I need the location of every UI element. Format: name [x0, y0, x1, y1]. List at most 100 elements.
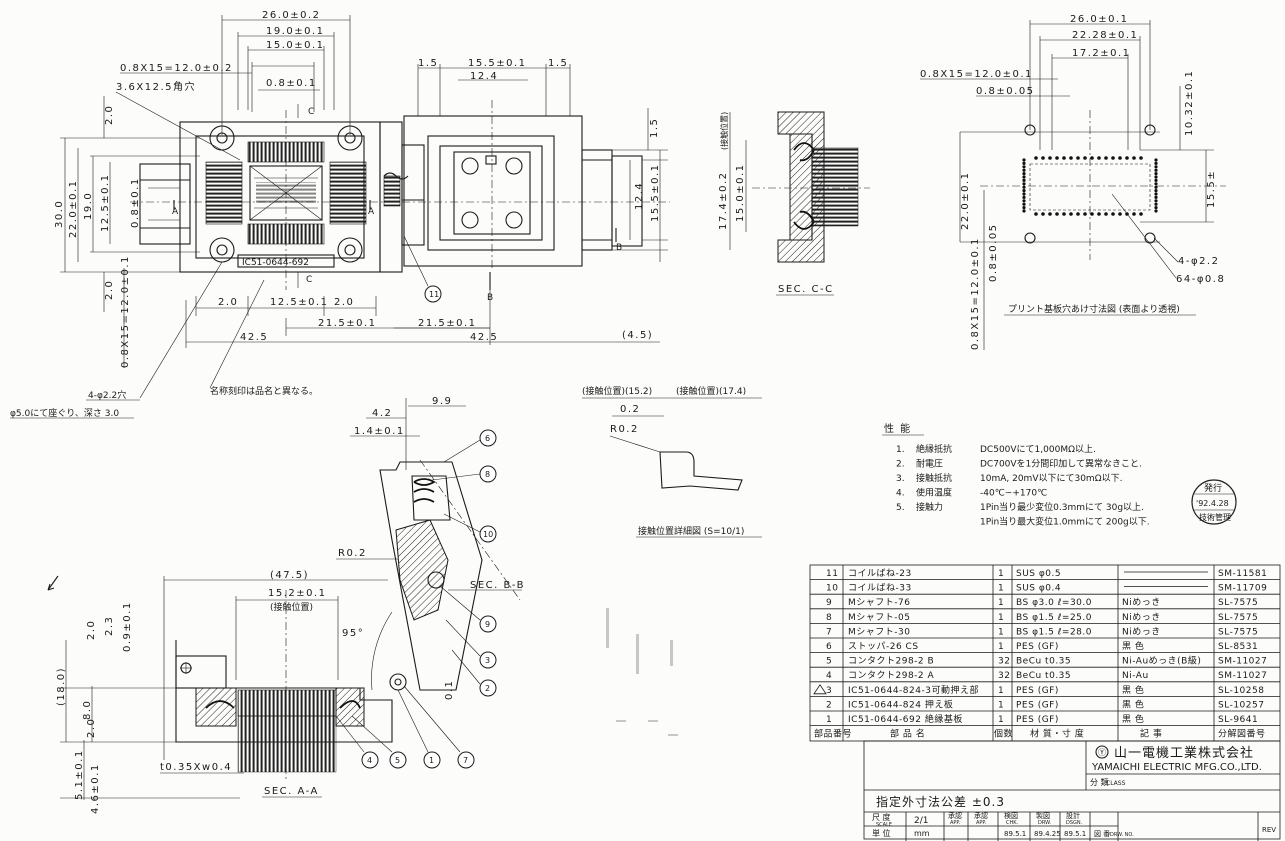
- chk-en: CHK.: [1006, 820, 1019, 826]
- balloon-1: 1: [429, 756, 434, 765]
- perf-value: 1Pin当り最大変位1.0mmにて 200g以下.: [980, 516, 1150, 528]
- aa-d20: 2.0: [86, 620, 97, 640]
- stamp-line1: 発行: [1204, 482, 1222, 494]
- perf-value: DC700Vを1分間印加して異常なきこと.: [980, 458, 1142, 470]
- table-cell-name: ストッパ-26 CS: [848, 641, 919, 652]
- table-cell-note: 黒 色: [1122, 684, 1144, 696]
- perf-value: 1Pin当り最少変位0.3mmにて 30g以上.: [980, 501, 1144, 513]
- pcb-pin-hole: [1041, 156, 1045, 160]
- balloon-3: 3: [485, 656, 490, 665]
- pcb-pin-hole: [1104, 156, 1108, 160]
- cd-caption: 接触位置詳細図 (S=10/1): [638, 525, 744, 537]
- app1-label: 承認: [948, 811, 962, 820]
- cd-pos-a: (接触位置)(15.2): [582, 385, 652, 397]
- table-cell-material: PES (GF): [1016, 686, 1059, 696]
- table-cell-code: SL-10257: [1218, 700, 1264, 710]
- dim-pitch-row: 0.8X15=12.0±0.2: [120, 63, 233, 74]
- pcb-pin-hole: [1154, 168, 1158, 172]
- sec-cc-h150: 15.0±0.1: [735, 163, 746, 222]
- pcb-w2228: 22.28±0.1: [1072, 30, 1138, 41]
- table-cell-material: PES (GF): [1016, 715, 1059, 725]
- perf-no: 5.: [896, 503, 905, 513]
- table-header-qty: 個数: [994, 728, 1013, 740]
- table-cell-note: 黒 色: [1122, 713, 1144, 725]
- table-cell-code: SM-11027: [1218, 671, 1267, 681]
- dim-bottom-20b: 2.0: [334, 297, 354, 308]
- app1-en: APP.: [950, 820, 961, 826]
- dim-left-2-top: 2.0: [104, 105, 115, 125]
- table-cell-code: SM-11581: [1218, 569, 1267, 579]
- table-cell-material: BS φ1.5 ℓ=25.0: [1016, 613, 1092, 623]
- perf-no: 3.: [896, 474, 905, 484]
- sec-aa-title: SEC. A-A: [264, 786, 319, 797]
- cd-r02: R0.2: [610, 424, 639, 435]
- pcb-pin-hole: [1022, 165, 1026, 169]
- aa-d23: 2.3: [104, 616, 115, 636]
- drw-no-en: DRW. NO.: [1110, 832, 1134, 838]
- rev-label: REV: [1262, 826, 1276, 834]
- unit-value: mm: [914, 829, 930, 838]
- dim-pitch-08: 0.8±0.1: [266, 78, 317, 89]
- dsgn-en: DSGN.: [1066, 820, 1083, 826]
- table-cell-no: 4: [826, 671, 832, 681]
- table-cell-name: コンタクト298-2 B: [848, 656, 934, 667]
- pcb-pin-hole: [1154, 185, 1158, 189]
- drw-en: DRW.: [1038, 820, 1051, 826]
- title-block: Ⓨ 山一電機工業株式会社 YAMAICHI ELECTRIC MFG.CO.,L…: [863, 740, 1281, 841]
- pcb-pin-hole: [1125, 156, 1129, 160]
- section-a-right: A: [368, 207, 375, 217]
- table-header-note: 記 事: [1140, 728, 1162, 740]
- pcb-holes4: 4-φ2.2: [1178, 256, 1219, 267]
- pcb-pin-hole: [1154, 165, 1158, 169]
- dim-overall-width: 26.0±0.2: [262, 10, 321, 21]
- app2-label: 承認: [974, 811, 988, 820]
- pcb-w172: 17.2±0.1: [1072, 48, 1131, 59]
- aa-d99: 9.9: [432, 396, 452, 407]
- pcb-p08v: 0.8±0.05: [988, 223, 999, 282]
- perf-no: 2.: [896, 460, 905, 470]
- table-cell-qty: 1: [998, 598, 1004, 608]
- aa-d09: 0.9±0.1: [122, 601, 133, 652]
- aa-d20b: 2.0: [86, 718, 97, 738]
- table-cell-code: SM-11027: [1218, 657, 1267, 667]
- note-name-marking: 名称刻印は品名と異なる。: [210, 385, 318, 397]
- app2-en: APP.: [976, 820, 987, 826]
- dim-bottom-20a: 2.0: [218, 297, 238, 308]
- table-cell-qty: 1: [998, 686, 1004, 696]
- table-header-name: 部 品 名: [890, 728, 925, 740]
- pcb-pin-hole: [1022, 185, 1026, 189]
- table-cell-no: 6: [826, 642, 832, 652]
- pcb-h155: 15.5±: [1206, 170, 1217, 208]
- stamp-line3: 技術管理: [1199, 512, 1231, 522]
- table-cell-note: Ni-Au: [1122, 671, 1149, 681]
- pcb-pin-hole: [1154, 182, 1158, 186]
- pcb-pin-hole: [1022, 158, 1026, 162]
- scale-label: 尺 度: [872, 812, 891, 822]
- table-cell-no: 10: [826, 584, 838, 594]
- table-cell-code: SL-10258: [1218, 686, 1264, 696]
- pcb-pin-hole: [1022, 192, 1026, 196]
- pcb-pin-hole: [1154, 202, 1158, 206]
- table-header-no: 部品番号: [814, 728, 852, 740]
- section-b-top: B: [616, 243, 622, 253]
- aa-r02: R0.2: [338, 548, 367, 559]
- dim-left-2-bottom: 2.0: [104, 280, 115, 300]
- table-cell-no: 11: [826, 569, 838, 579]
- table-cell-name: Mシャフト-76: [848, 598, 910, 608]
- balloon-4: 4: [367, 756, 372, 765]
- table-cell-name: IC51-0644-824-3可動押え部: [848, 684, 979, 696]
- date-3: 89.5.1: [1064, 830, 1086, 838]
- pcb-caption: プリント基板穴あけ寸法図 (表面より透視): [1008, 303, 1180, 315]
- pcb-pin-hole: [1097, 212, 1101, 216]
- pcb-pin-hole: [1118, 212, 1122, 216]
- pcb-pin-hole: [1154, 206, 1158, 210]
- pcb-pin-hole: [1022, 172, 1026, 176]
- perf-name: 絶縁抵抗: [916, 443, 952, 455]
- date-2: 89.4.25: [1034, 830, 1061, 838]
- dim-half-215b: 21.5±0.1: [418, 318, 477, 329]
- aa-d475: (47.5): [270, 570, 309, 581]
- dim-ext-45: (4.5): [622, 330, 653, 341]
- table-cell-no: 1: [826, 715, 832, 725]
- perf-name: 接触力: [916, 501, 943, 513]
